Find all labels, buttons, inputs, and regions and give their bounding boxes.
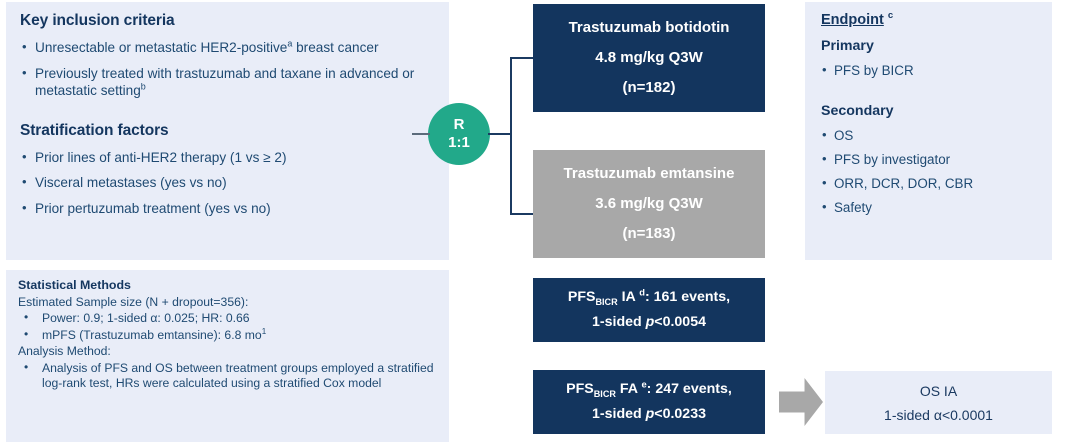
- pfs-ia-metric-subscript: BICR: [595, 296, 618, 307]
- randomization-ratio: 1:1: [448, 134, 470, 151]
- pfs-fa-p-symbol: p: [645, 406, 655, 422]
- pfs-interim-analysis-box: PFSBICR IA d: 161 events, 1-sided p<0.00…: [533, 278, 765, 342]
- control-dose: 3.6 mg/kg Q3W: [595, 195, 703, 212]
- randomization-label: R: [453, 116, 465, 133]
- footnote-marker-b: b: [140, 81, 146, 92]
- mpfs-text: mPFS (Trastuzumab emtansine): 6.8 mo: [42, 327, 262, 342]
- primary-endpoints-list: PFS by BICR: [821, 61, 1036, 79]
- secondary-endpoint-item: ORR, DCR, DOR, CBR: [821, 174, 1036, 192]
- connector-line-to-experimental: [510, 57, 548, 59]
- secondary-endpoint-item: PFS by investigator: [821, 150, 1036, 168]
- inclusion-criteria-heading: Key inclusion criteria: [20, 12, 175, 29]
- stratification-list: Prior lines of anti-HER2 therapy (1 vs ≥…: [20, 148, 435, 218]
- pfs-ia-alpha-line: 1-sided p<0.0054: [592, 310, 706, 335]
- secondary-endpoint-item: Safety: [821, 198, 1036, 216]
- pfs-fa-events: : 247 events,: [646, 381, 732, 397]
- secondary-endpoints-list: OS PFS by investigatorORR, DCR, DOR, CBR S…: [821, 126, 1036, 216]
- inclusion-criteria-item: Previously treated with trastuzumab and …: [20, 64, 435, 100]
- os-ia-title: OS IA: [919, 382, 958, 399]
- treatment-arm-control: Trastuzumab emtansine 3.6 mg/kg Q3W (n=1…: [533, 150, 765, 258]
- block-arrow-right-icon: [779, 378, 823, 426]
- stratification-item: Prior lines of anti-HER2 therapy (1 vs ≥…: [20, 148, 435, 167]
- os-interim-analysis-box: OS IA 1-sided α<0.0001: [825, 371, 1052, 434]
- pfs-fa-alpha-value: <0.0233: [654, 406, 706, 422]
- footnote-marker-e: e: [641, 379, 647, 390]
- pfs-final-analysis-box: PFSBICR FA e: 247 events, 1-sided p<0.02…: [533, 370, 765, 434]
- treatment-arm-experimental: Trastuzumab botidotin 4.8 mg/kg Q3W (n=1…: [533, 4, 765, 112]
- connector-line-spine: [510, 57, 512, 215]
- pfs-ia-metric: PFS: [567, 289, 596, 305]
- sample-size-bullets: Power: 0.9; 1-sided α: 0.025; HR: 0.66 m…: [18, 310, 437, 343]
- experimental-drug-name: Trastuzumab botidotin: [568, 19, 730, 36]
- pfs-fa-alpha-line: 1-sided p<0.0233: [592, 402, 706, 427]
- inclusion-item-1-text: Unresectable or metastatic HER2-positive: [35, 40, 288, 55]
- inclusion-criteria-list: Unresectable or metastatic HER2-positive…: [20, 38, 435, 100]
- endpoints-title: Endpoint c: [821, 10, 1036, 28]
- primary-endpoint-item: PFS by BICR: [821, 61, 1036, 79]
- connector-line-exit: [488, 133, 512, 135]
- randomization-node: R 1:1: [428, 103, 490, 165]
- pfs-fa-alpha-pre: 1-sided: [592, 406, 646, 422]
- pfs-ia-events-line: PFSBICR IA d: 161 events,: [568, 285, 730, 310]
- analysis-method-bullets: Analysis of PFS and OS between treatment…: [18, 360, 437, 392]
- pfs-ia-type: IA: [617, 289, 640, 305]
- sample-size-line: Estimated Sample size (N + dropout=356):: [18, 295, 249, 309]
- stratification-item: Prior pertuzumab treatment (yes vs no): [20, 199, 435, 218]
- pfs-ia-p-symbol: p: [645, 314, 655, 330]
- pfs-fa-metric: PFS: [566, 381, 594, 397]
- statistical-methods-panel: Statistical Methods Estimated Sample siz…: [6, 270, 449, 442]
- inclusion-criteria-panel: Key inclusion criteria Unresectable or m…: [6, 2, 449, 260]
- inclusion-item-2-text: Previously treated with trastuzumab and …: [35, 65, 415, 99]
- pfs-ia-events: : 161 events,: [644, 289, 731, 305]
- footnote-marker-c: c: [887, 10, 894, 22]
- pfs-ia-alpha-value: <0.0054: [654, 314, 706, 330]
- analysis-method-text: Analysis of PFS and OS between treatment…: [18, 360, 437, 392]
- inclusion-criteria-item: Unresectable or metastatic HER2-positive…: [20, 38, 435, 57]
- control-sample-size: (n=183): [622, 225, 676, 242]
- inclusion-item-1-text-cont: breast cancer: [292, 40, 379, 55]
- secondary-endpoints-heading: Secondary: [821, 103, 894, 119]
- mpfs-bullet: mPFS (Trastuzumab emtansine): 6.8 mo1: [18, 326, 437, 343]
- pfs-fa-metric-subscript: BICR: [593, 388, 616, 399]
- endpoints-title-text: Endpoint: [821, 12, 884, 28]
- footnote-marker-1: 1: [261, 326, 267, 336]
- stratification-heading: Stratification factors: [20, 121, 169, 139]
- pfs-fa-events-line: PFSBICR FA e: 247 events,: [566, 377, 732, 402]
- statistical-methods-heading: Statistical Methods: [18, 278, 131, 292]
- experimental-sample-size: (n=182): [622, 79, 676, 96]
- connector-line-to-control: [510, 213, 548, 215]
- secondary-endpoint-item: OS: [821, 126, 1036, 144]
- stratification-item: Visceral metastases (yes vs no): [20, 173, 435, 192]
- endpoints-panel: Endpoint c Primary PFS by BICR Secondary…: [805, 2, 1052, 260]
- analysis-method-label: Analysis Method:: [18, 344, 111, 359]
- primary-endpoints-heading: Primary: [821, 38, 874, 54]
- control-drug-name: Trastuzumab emtansine: [563, 165, 735, 182]
- footnote-marker-d: d: [639, 287, 645, 298]
- footnote-marker-a: a: [287, 38, 293, 49]
- pfs-ia-alpha-pre: 1-sided: [592, 314, 646, 330]
- connector-line-entry: [412, 133, 430, 135]
- pfs-fa-type: FA: [615, 381, 642, 397]
- experimental-dose: 4.8 mg/kg Q3W: [595, 49, 703, 66]
- os-ia-alpha: 1-sided α<0.0001: [884, 406, 993, 423]
- power-bullet: Power: 0.9; 1-sided α: 0.025; HR: 0.66: [18, 310, 437, 326]
